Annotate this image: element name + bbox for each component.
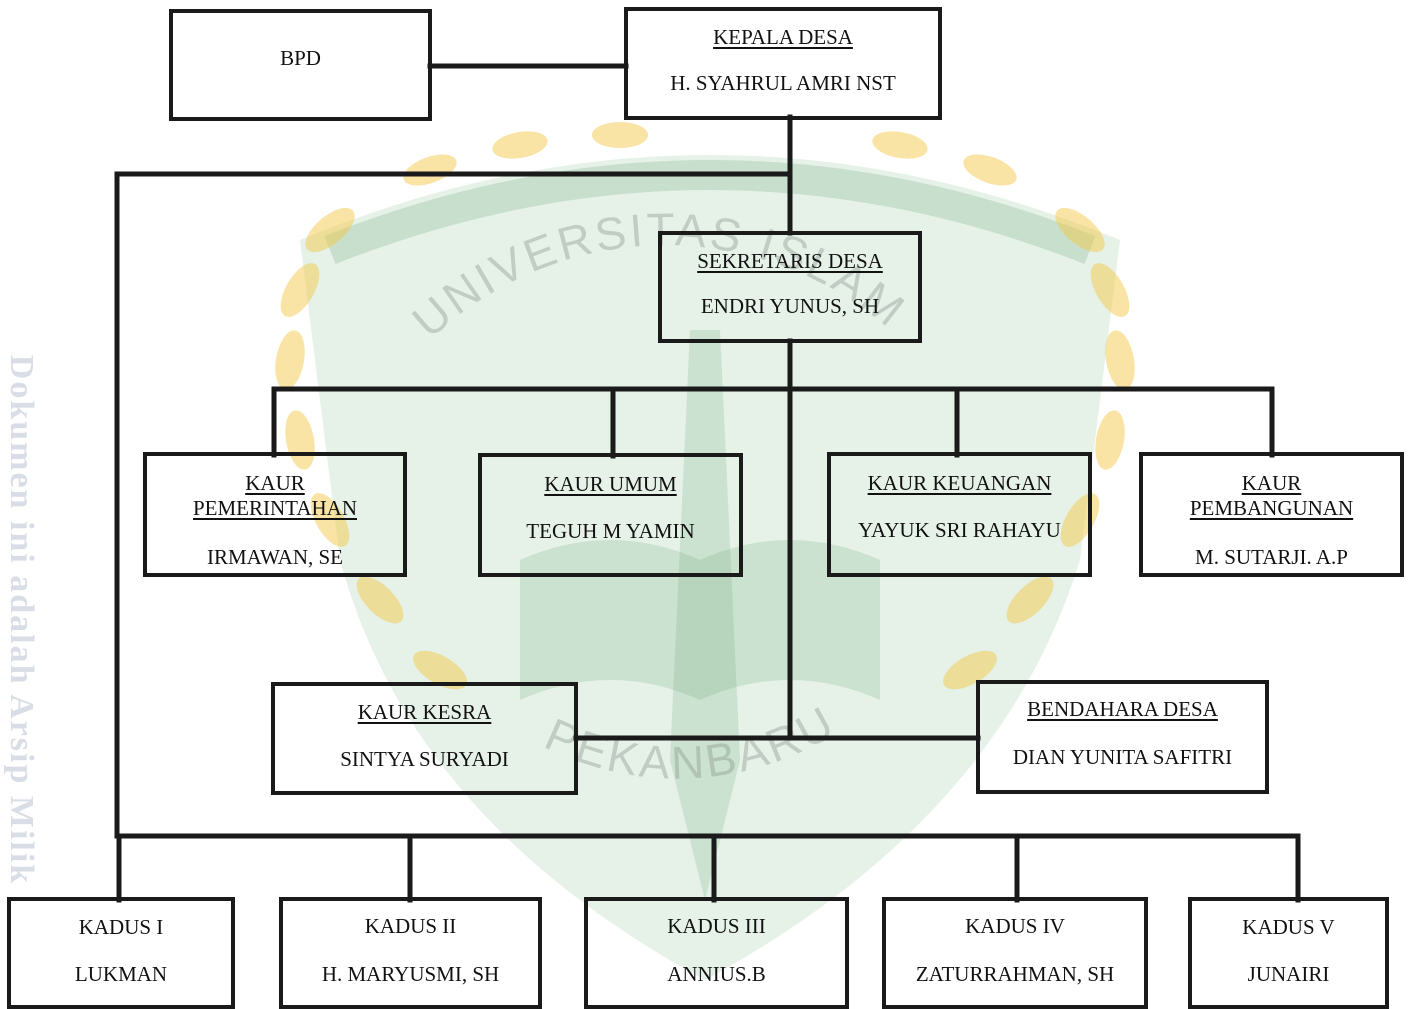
kaur-kesra-title: KAUR KESRA: [357, 700, 492, 724]
kepala-desa-title: KEPALA DESA: [713, 25, 853, 49]
kepala-desa-box: KEPALA DESA H. SYAHRUL AMRI NST: [624, 7, 942, 120]
bpd-box: BPD: [169, 9, 432, 121]
kadus-5-name: JUNAIRI: [1247, 962, 1330, 986]
kadus-4-box: KADUS IV ZATURRAHMAN, SH: [882, 897, 1148, 1009]
shield-shape: [300, 155, 1120, 980]
kadus-4-name: ZATURRAHMAN, SH: [915, 962, 1115, 986]
kaur-pemerintahan-title-line2: PEMERINTAHAN: [193, 496, 357, 520]
kepala-desa-name: H. SYAHRUL AMRI NST: [670, 71, 896, 95]
kadus-2-name: H. MARYUSMI, SH: [321, 962, 500, 986]
bendahara-desa-name: DIAN YUNITA SAFITRI: [1012, 745, 1233, 769]
kaur-pemerintahan-title-line1: KAUR: [245, 471, 305, 495]
kadus-1-box: KADUS I LUKMAN: [7, 897, 235, 1009]
bendahara-desa-title: BENDAHARA DESA: [1027, 697, 1218, 721]
kaur-pembangunan-box: KAUR PEMBANGUNAN M. SUTARJI. A.P: [1139, 452, 1404, 577]
kaur-keuangan-name: YAYUK SRI RAHAYU: [858, 518, 1061, 542]
kadus-2-box: KADUS II H. MARYUSMI, SH: [279, 897, 542, 1009]
kaur-pemerintahan-box: KAUR PEMERINTAHAN IRMAWAN, SE: [143, 452, 407, 577]
kaur-umum-box: KAUR UMUM TEGUH M YAMIN: [478, 453, 743, 577]
sekretaris-desa-box: SEKRETARIS DESA ENDRI YUNUS, SH: [658, 231, 922, 343]
torch-shape: [670, 330, 740, 900]
kaur-keuangan-box: KAUR KEUANGAN YAYUK SRI RAHAYU: [827, 452, 1092, 577]
bendahara-desa-box: BENDAHARA DESA DIAN YUNITA SAFITRI: [976, 680, 1269, 794]
kadus-4-title: KADUS IV: [965, 914, 1065, 938]
kaur-umum-name: TEGUH M YAMIN: [526, 519, 695, 543]
sekretaris-desa-name: ENDRI YUNUS, SH: [700, 294, 880, 318]
kaur-kesra-box: KAUR KESRA SINTYA SURYADI: [271, 682, 578, 795]
kaur-umum-title: KAUR UMUM: [544, 472, 677, 496]
kadus-3-name: ANNIUS.B: [667, 962, 766, 986]
kaur-pembangunan-title-line2: PEMBANGUNAN: [1189, 496, 1354, 520]
kaur-pembangunan-title-line1: KAUR: [1241, 471, 1302, 495]
bpd-label: BPD: [280, 46, 321, 70]
kadus-5-title: KADUS V: [1242, 915, 1335, 939]
kadus-1-name: LUKMAN: [74, 962, 168, 986]
kadus-1-title: KADUS I: [78, 915, 164, 939]
kadus-2-title: KADUS II: [364, 914, 457, 938]
kaur-kesra-name: SINTYA SURYADI: [340, 747, 509, 771]
sekretaris-desa-title: SEKRETARIS DESA: [697, 249, 883, 273]
laurel-wreath: [275, 122, 1135, 690]
kadus-3-box: KADUS III ANNIUS.B: [584, 897, 849, 1009]
kadus-5-box: KADUS V JUNAIRI: [1188, 897, 1389, 1009]
kadus-3-title: KADUS III: [667, 914, 766, 938]
kaur-pembangunan-name: M. SUTARJI. A.P: [1195, 545, 1348, 569]
kaur-keuangan-title: KAUR KEUANGAN: [867, 471, 1052, 495]
kaur-pemerintahan-name: IRMAWAN, SE: [207, 545, 343, 569]
